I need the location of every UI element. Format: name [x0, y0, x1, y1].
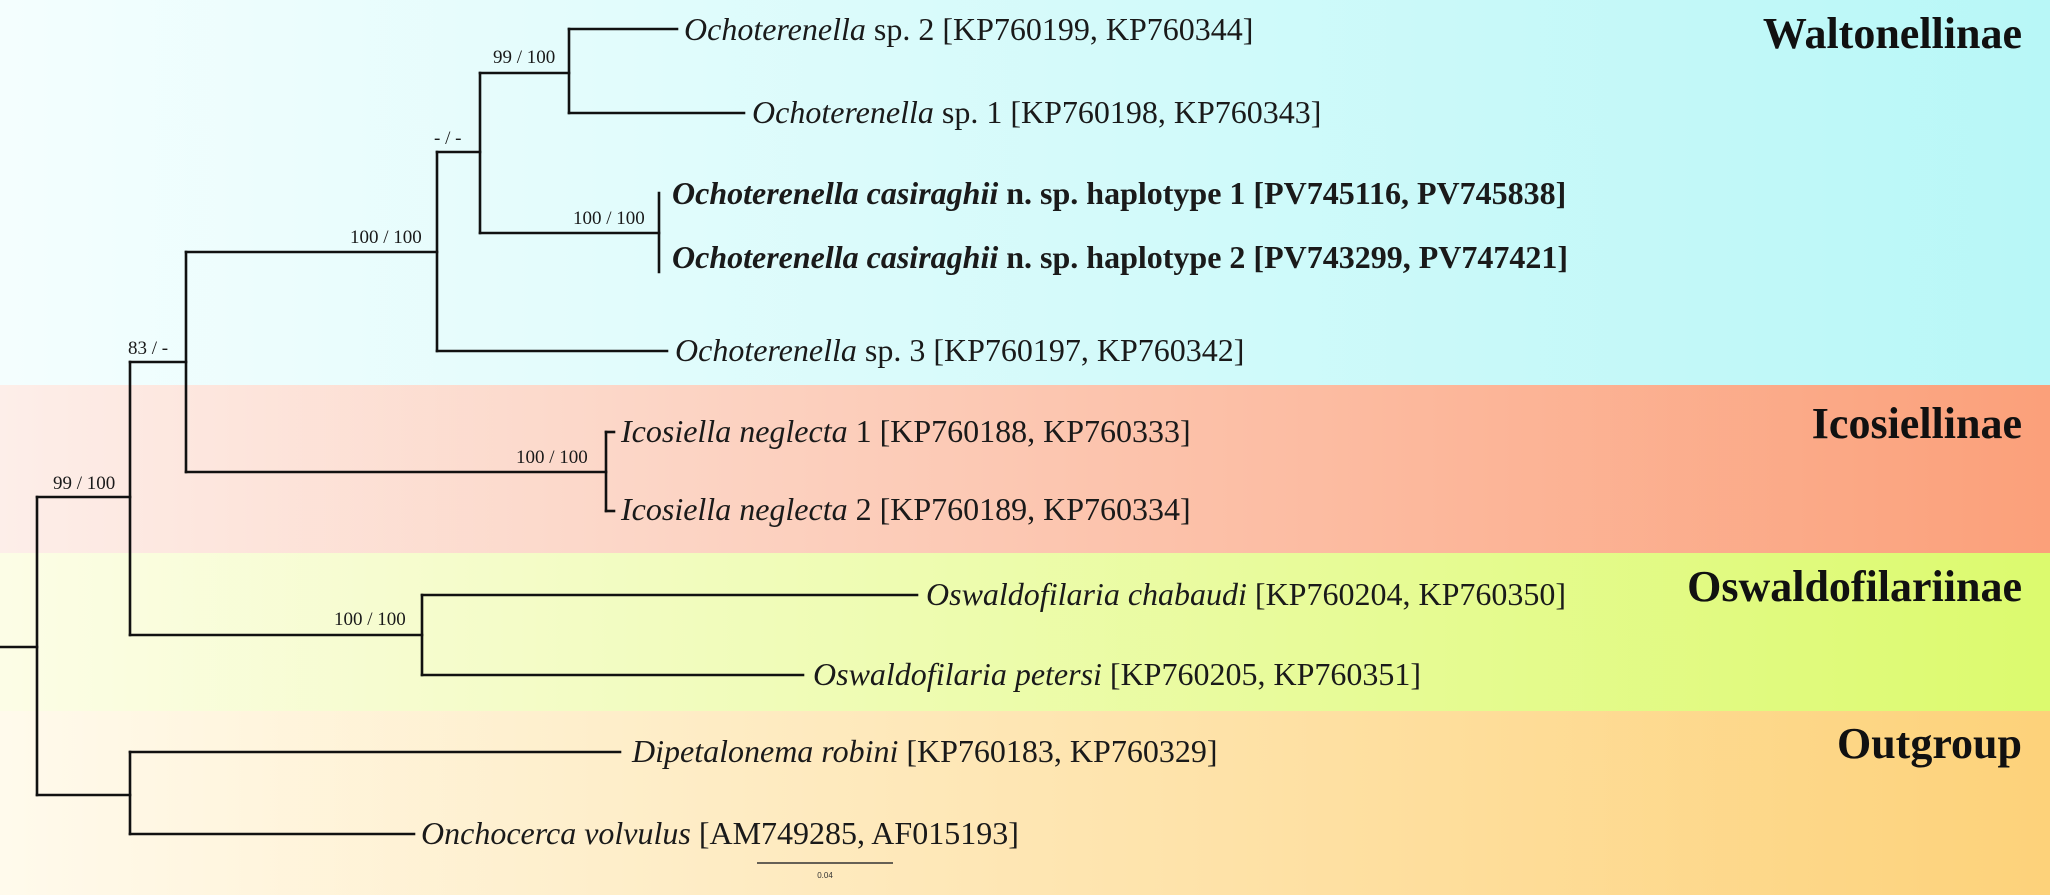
clade-label-icosiellinae: Icosiellinae: [1812, 399, 2022, 448]
taxon-label-dipetalonema-robini: Dipetalonema robini [KP760183, KP760329]: [631, 733, 1217, 769]
clade-band-outgroup: [0, 711, 2050, 895]
support-value: 100 / 100: [334, 609, 406, 630]
support-value: 100 / 100: [516, 447, 588, 468]
support-value: 100 / 100: [573, 208, 645, 229]
taxon-label-ochoterenella-sp3: Ochoterenella sp. 3 [KP760197, KP760342]: [675, 332, 1244, 368]
clade-band-oswaldofilariinae: [0, 553, 2050, 711]
support-value: 99 / 100: [53, 473, 115, 494]
taxon-label-ochoterenella-sp1: Ochoterenella sp. 1 [KP760198, KP760343]: [752, 94, 1321, 130]
taxon-label-oswaldofilaria-petersi: Oswaldofilaria petersi [KP760205, KP7603…: [813, 656, 1421, 692]
scale-bar-label: 0.04: [817, 871, 833, 880]
taxon-label-ochoterenella-sp2: Ochoterenella sp. 2 [KP760199, KP760344]: [684, 11, 1253, 47]
support-value: 99 / 100: [493, 47, 555, 68]
taxon-label-onchocerca-volvulus: Onchocerca volvulus [AM749285, AF015193]: [421, 815, 1019, 851]
taxon-label-casiraghii-haplotype-2: Ochoterenella casiraghii n. sp. haplotyp…: [672, 239, 1568, 275]
clade-band-icosiellinae: [0, 385, 2050, 553]
clade-band-waltonellinae: [0, 0, 2050, 385]
taxon-label-icosiella-neglecta-2: Icosiella neglecta 2 [KP760189, KP760334…: [620, 491, 1191, 527]
support-value: - / -: [434, 128, 461, 149]
tree-branches: [0, 27, 919, 836]
support-value: 83 / -: [128, 338, 168, 359]
clade-label-oswaldofilariinae: Oswaldofilariinae: [1687, 562, 2022, 611]
clade-label-outgroup: Outgroup: [1837, 719, 2022, 768]
support-value: 100 / 100: [350, 227, 422, 248]
taxon-label-casiraghii-haplotype-1: Ochoterenella casiraghii n. sp. haplotyp…: [672, 175, 1566, 211]
taxon-label-oswaldofilaria-chabaudi: Oswaldofilaria chabaudi [KP760204, KP760…: [926, 576, 1566, 612]
taxon-label-icosiella-neglecta-1: Icosiella neglecta 1 [KP760188, KP760333…: [620, 413, 1191, 449]
clade-label-waltonellinae: Waltonellinae: [1763, 9, 2022, 58]
